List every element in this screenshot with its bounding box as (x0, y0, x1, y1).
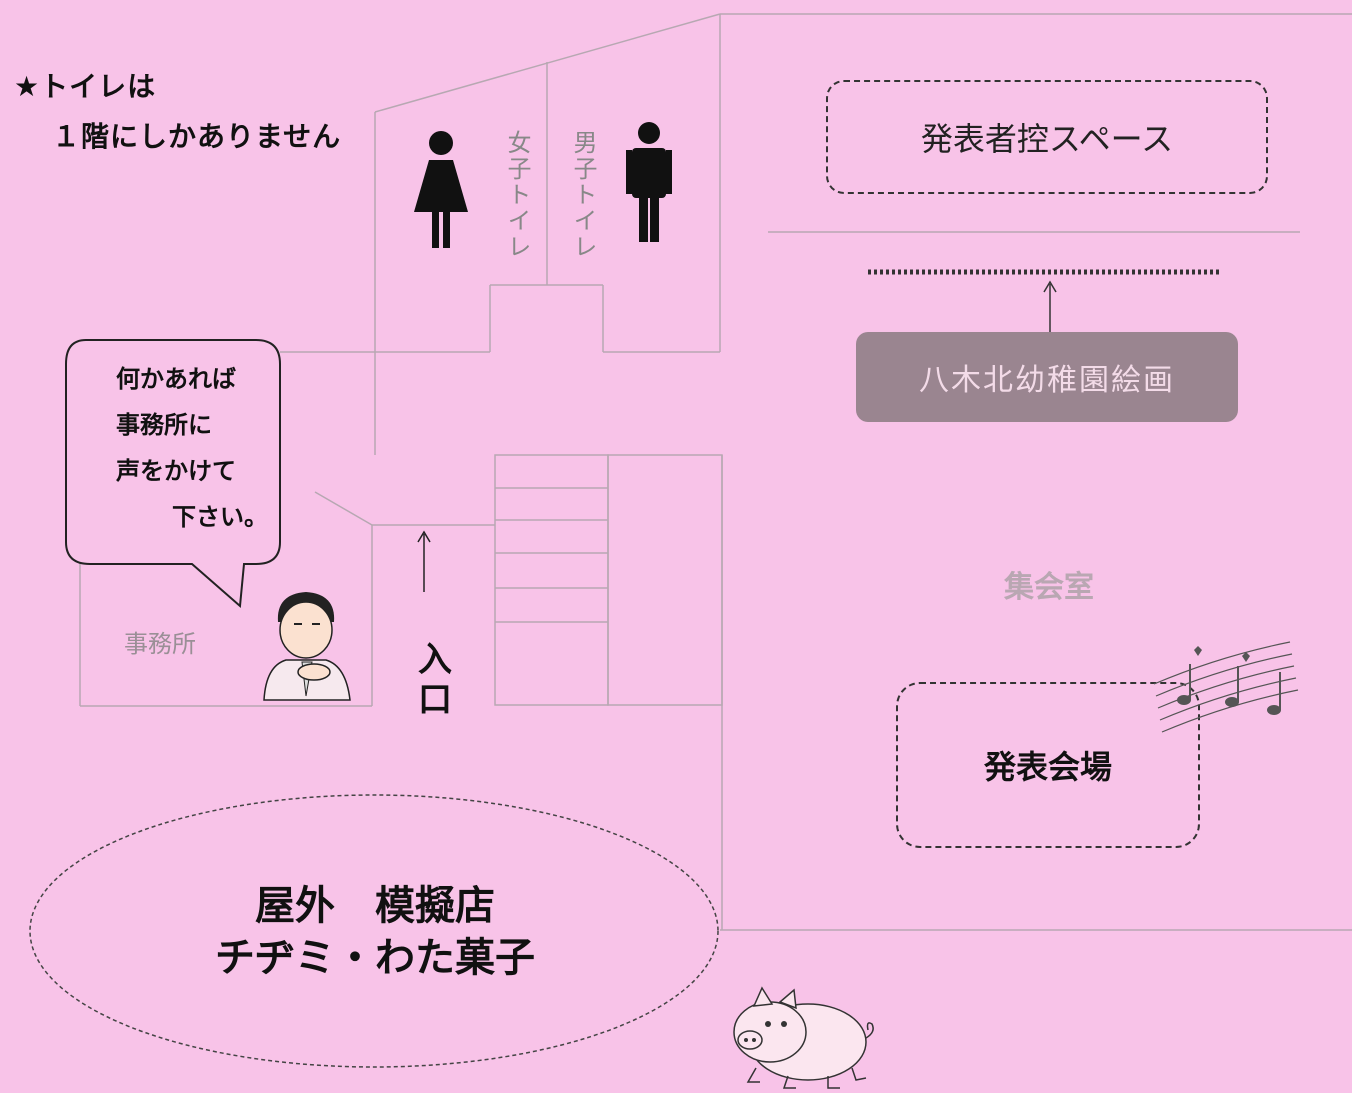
presentation-venue-label: 発表会場 (983, 748, 1112, 786)
music-notes-illustration (1153, 641, 1299, 733)
exhibit-label: 八木北幼稚園絵画 (919, 363, 1175, 398)
bubble-line1: 何かあれば (116, 365, 236, 393)
office-label: 事務所 (124, 630, 196, 658)
woman-restroom-icon (414, 131, 468, 248)
entrance-label: 入口 (418, 640, 452, 720)
pig-illustration (733, 986, 874, 1089)
men-restroom-label: 男子トイレ (569, 130, 597, 260)
bubble-line2: 事務所に (116, 411, 212, 439)
speech-bubble-shape (65, 339, 281, 609)
speech-bubble: 何かあれば 事務所に 声をかけて 下さい。 (116, 356, 268, 540)
bubble-line3: 声をかけて (116, 457, 236, 485)
presentation-venue-box: 発表会場 (896, 682, 1200, 848)
meeting-room-label: 集会室 (1004, 570, 1094, 605)
outdoor-line2: チヂミ・わた菓子 (215, 935, 535, 981)
exhibit-box: 八木北幼稚園絵画 (856, 332, 1238, 422)
notice-line1: ★トイレは (14, 70, 157, 103)
office-worker-illustration (263, 592, 351, 701)
bubble-line4: 下さい。 (172, 503, 268, 531)
notice-line2: １階にしかありません (52, 120, 342, 153)
women-restroom-label: 女子トイレ (503, 130, 531, 260)
entrance-arrow-icon (417, 530, 431, 592)
outdoor-line1: 屋外 模擬店 (255, 883, 495, 929)
presenter-space-label: 発表者控スペース (920, 120, 1174, 158)
outdoor-stalls: 屋外 模擬店 チヂミ・わた菓子 (160, 880, 590, 984)
man-restroom-icon (626, 122, 672, 242)
restroom-notice: ★トイレは １階にしかありません (14, 62, 341, 162)
presenter-space-box: 発表者控スペース (826, 80, 1268, 194)
